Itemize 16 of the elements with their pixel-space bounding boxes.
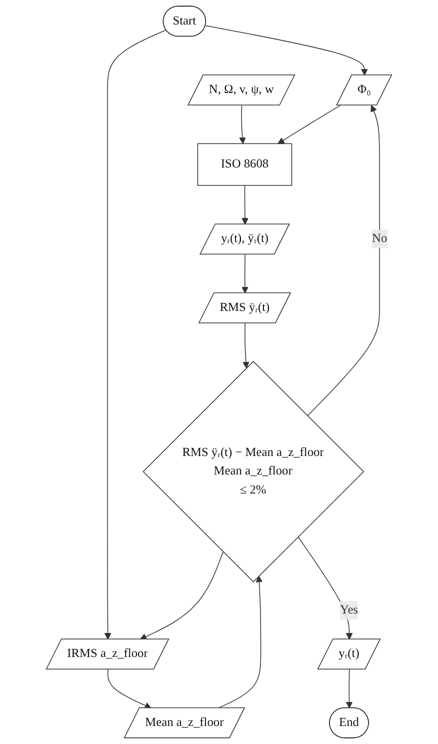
arrow [242, 254, 248, 294]
arrow [242, 184, 248, 225]
node-diamond: RMS ÿᵣ(t) − Mean a_z_floor Mean a_z_floor ≤ 2% [142, 360, 364, 582]
arrow [104, 30, 166, 640]
arrow [239, 105, 246, 144]
arrow [307, 105, 380, 416]
arrow [107, 669, 152, 709]
arrow [346, 669, 353, 708]
arrow [140, 551, 224, 640]
edge-label: Yes [340, 603, 358, 617]
arrow [278, 105, 341, 144]
node-box: ISO 8608 [197, 143, 292, 186]
arrow [298, 536, 353, 640]
edge-label: No [372, 232, 388, 246]
arrow [242, 322, 250, 368]
arrow [205, 25, 368, 76]
